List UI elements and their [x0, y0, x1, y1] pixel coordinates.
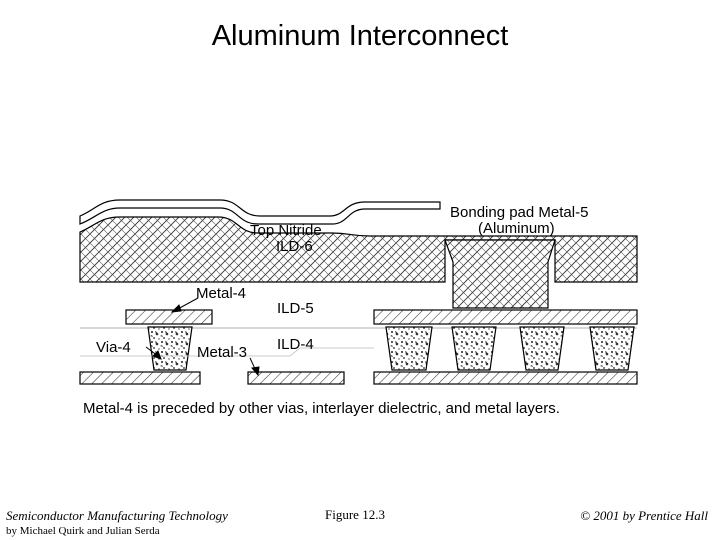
- metal3-left-line: [79, 371, 201, 385]
- via4-arrowhead: [152, 350, 162, 360]
- metal4-right-line: [373, 309, 638, 325]
- ild6-layer: [79, 216, 638, 283]
- ild6-label: ILD-6: [276, 238, 313, 255]
- bonding-pad-plug: [444, 239, 556, 309]
- metal4-label: Metal-4: [196, 285, 246, 302]
- bonding-pad-label: Bonding pad Metal-5: [450, 204, 588, 221]
- via4-left: [147, 326, 193, 371]
- diagram-caption: Metal-4 is preceded by other vias, inter…: [83, 400, 560, 417]
- via4-right-4: [589, 326, 635, 371]
- via4-right-1: [385, 326, 433, 371]
- ild4-contour-line: [80, 347, 374, 357]
- metal3-arrowhead: [251, 366, 260, 377]
- metal3-right-line: [373, 371, 638, 385]
- via4-right-3: [519, 326, 565, 371]
- footer-authors: by Michael Quirk and Julian Serda: [6, 525, 160, 537]
- metal3-middle-line: [247, 371, 345, 385]
- via4-label: Via-4: [96, 339, 131, 356]
- ild5-label: ILD-5: [277, 300, 314, 317]
- top-nitride-layer: [79, 199, 441, 225]
- metal4-arrowhead: [170, 304, 182, 313]
- footer-copyright: © 2001 by Prentice Hall: [580, 508, 708, 523]
- footer-figure-number: Figure 12.3: [325, 507, 385, 522]
- ild4-label: ILD-4: [277, 336, 314, 353]
- via4-right-2: [451, 326, 497, 371]
- metal3-label: Metal-3: [197, 344, 247, 361]
- aluminum-label: (Aluminum): [478, 220, 555, 237]
- metal4-left-line: [125, 309, 213, 325]
- page-title: Aluminum Interconnect: [211, 20, 509, 52]
- top-nitride-label: Top Nitride: [250, 222, 322, 239]
- footer-book-title: Semiconductor Manufacturing Technology: [6, 508, 228, 523]
